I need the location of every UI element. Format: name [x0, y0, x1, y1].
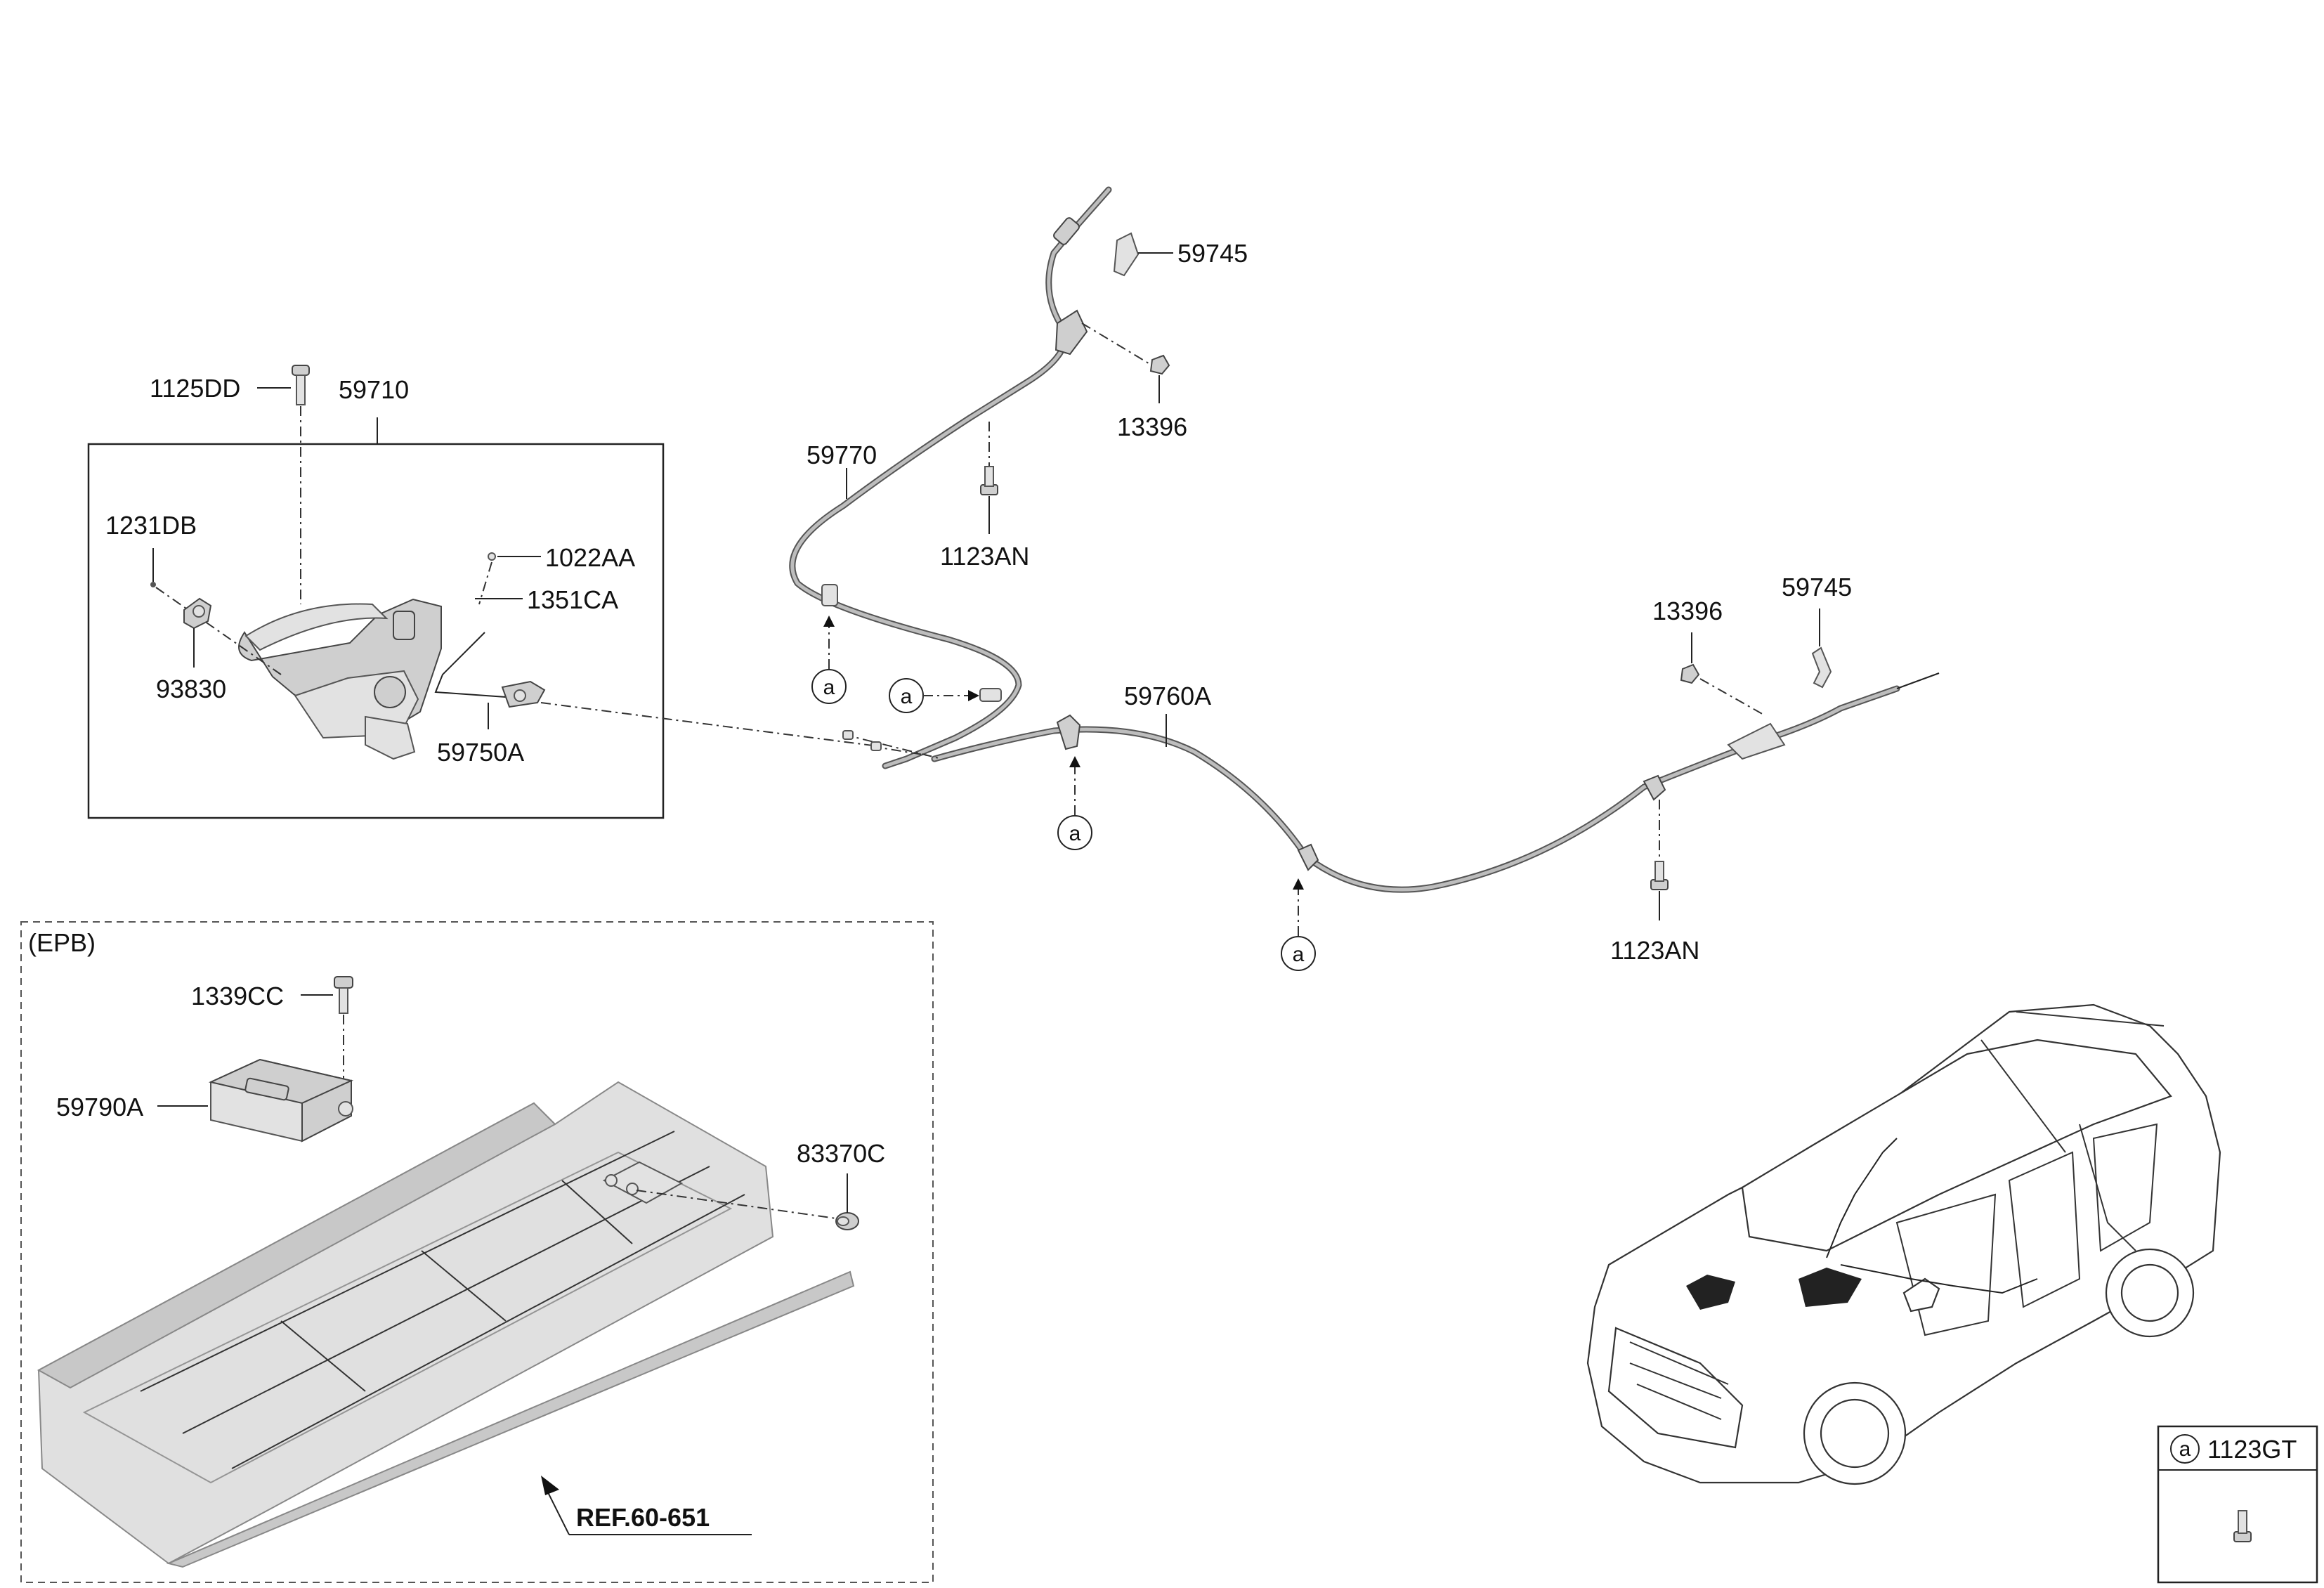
- front-cable-59760A: [842, 672, 1940, 893]
- label-1339CC: 1339CC: [191, 982, 284, 1010]
- label-59710: 59710: [339, 375, 409, 404]
- legend-part-number: 1123GT: [2207, 1435, 2297, 1464]
- epb-box: [20, 921, 934, 1583]
- label-13396-right: 13396: [1652, 597, 1723, 625]
- bolt-1123AN-top-icon: [980, 466, 998, 495]
- vehicle-locator-icon: [1586, 1003, 2221, 1485]
- epb-module-59790A-icon: [208, 1058, 354, 1143]
- callout-a-1: a: [811, 616, 847, 704]
- label-59760A: 59760A: [1124, 682, 1211, 710]
- callout-a-2: a: [889, 678, 979, 713]
- bolt-1125DD-icon: [292, 365, 310, 405]
- svg-text:a: a: [823, 676, 835, 699]
- label-epb: (EPB): [28, 928, 96, 957]
- label-1022AA: 1022AA: [545, 543, 635, 572]
- bolt-1123AN-right-icon: [1650, 861, 1669, 890]
- svg-text:a: a: [901, 685, 913, 708]
- legend-bolt-icon: [2233, 1510, 2252, 1542]
- epb-group: (EPB) 1339CC 59790A: [20, 921, 934, 1583]
- switch-93830-icon: [183, 597, 212, 630]
- clip-59745-top-icon: [1113, 232, 1140, 277]
- label-59745-right: 59745: [1782, 573, 1852, 601]
- label-59790A: 59790A: [56, 1093, 143, 1121]
- cable-end-59750A-icon: [501, 680, 546, 708]
- grommet-83370C-icon: [835, 1212, 859, 1230]
- nut-13396-top-icon: [1149, 354, 1170, 375]
- legend-table: a 1123GT: [2157, 1425, 2318, 1584]
- label-1125DD: 1125DD: [150, 374, 240, 403]
- label-ref: REF.60-651: [576, 1503, 710, 1532]
- svg-text:a: a: [1293, 943, 1305, 966]
- clip-59745-right-icon: [1811, 646, 1832, 689]
- label-1123AN-top: 1123AN: [940, 542, 1029, 571]
- nut-13396-right-icon: [1680, 663, 1700, 684]
- rear-cable-59770: [789, 186, 1112, 769]
- svg-text:a: a: [1069, 822, 1081, 845]
- lever-assembly-group: 59710 1125DD 1231DB 93830: [87, 365, 665, 819]
- callout-a-4: a: [1281, 878, 1316, 971]
- label-83370C: 83370C: [797, 1139, 885, 1168]
- label-13396-top: 13396: [1117, 412, 1187, 441]
- callout-a-3: a: [1057, 756, 1092, 850]
- label-59770: 59770: [807, 441, 877, 469]
- label-59750A: 59750A: [437, 738, 524, 767]
- heat-shield-icon: [37, 1081, 855, 1568]
- label-1123AN-right: 1123AN: [1610, 936, 1699, 965]
- label-1231DB: 1231DB: [105, 511, 197, 540]
- label-1351CA: 1351CA: [527, 585, 618, 614]
- label-93830: 93830: [156, 675, 226, 703]
- lever-assembly-box: [87, 443, 665, 819]
- legend-letter: a: [2179, 1438, 2191, 1461]
- ref-arrow: [541, 1476, 752, 1535]
- parking-brake-lever-icon: [238, 598, 442, 760]
- label-59745-top: 59745: [1177, 239, 1248, 268]
- bolt-1339CC-icon: [334, 976, 353, 1014]
